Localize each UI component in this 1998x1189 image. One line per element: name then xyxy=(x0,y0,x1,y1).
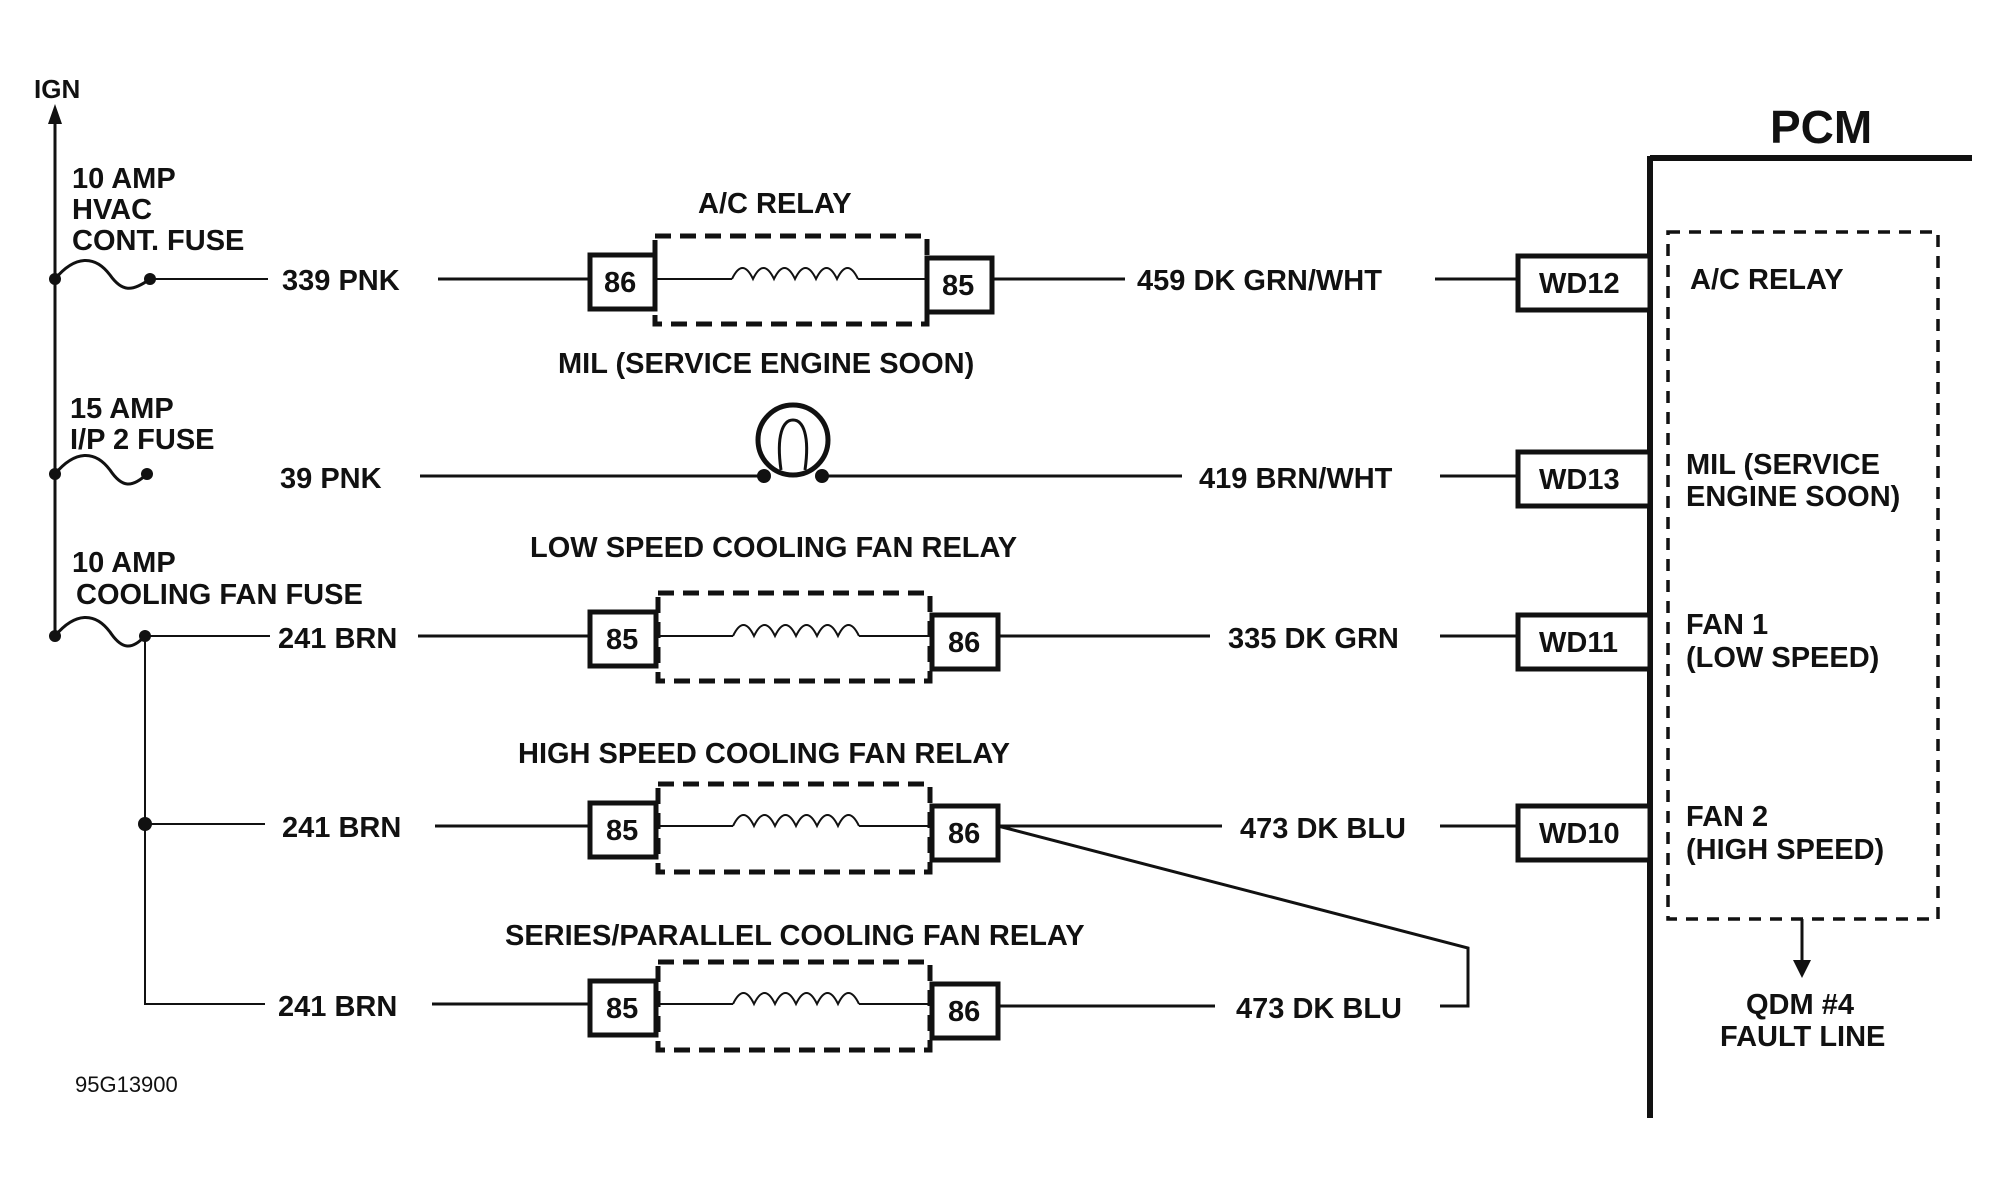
high-relay-housing xyxy=(655,781,933,875)
series-relay-pin-86-label: 86 xyxy=(948,996,980,1028)
mil-title: MIL (SERVICE ENGINE SOON) xyxy=(558,348,974,380)
fuse-ip2-amp: 15 AMP xyxy=(70,393,174,425)
fuse-ip2-node xyxy=(49,468,61,480)
wire-241c-label: 241 BRN xyxy=(278,991,397,1023)
wire-473b-label: 473 DK BLU xyxy=(1236,993,1402,1025)
high-relay-title: HIGH SPEED COOLING FAN RELAY xyxy=(518,738,1010,770)
row-high-speed-relay: HIGH SPEED COOLING FAN RELAY 241 BRN 85 … xyxy=(282,738,1518,1008)
mil-lamp-icon xyxy=(755,402,831,478)
wire-335-label: 335 DK GRN xyxy=(1228,623,1399,655)
row-mil: MIL (SERVICE ENGINE SOON) 39 PNK 419 BRN… xyxy=(280,348,1518,495)
wire-39-label: 39 PNK xyxy=(280,463,382,495)
pcm-fan2-label-2: (HIGH SPEED) xyxy=(1686,834,1884,866)
high-relay-pin-85 xyxy=(587,800,659,860)
wire-241a-label: 241 BRN xyxy=(278,623,397,655)
ac-relay-pin-86 xyxy=(587,252,658,312)
fuse-hvac-amp: 10 AMP xyxy=(72,163,176,195)
wire-473a-label: 473 DK BLU xyxy=(1240,813,1406,845)
wire-241b-label: 241 BRN xyxy=(282,812,401,844)
pcm-pin-wd12-label: WD12 xyxy=(1539,268,1620,300)
pcm-fan1-label-1: FAN 1 xyxy=(1686,609,1768,641)
series-relay-coil-icon xyxy=(732,992,860,1007)
pcm-title: PCM xyxy=(1770,101,1872,153)
series-relay-pin-85 xyxy=(587,978,659,1038)
pcm-fan2-label-1: FAN 2 xyxy=(1686,801,1768,833)
wire-339-label: 339 PNK xyxy=(282,265,400,297)
fuse-hvac: 10 AMP HVAC CONT. FUSE xyxy=(49,163,268,290)
fuse-ip2-icon xyxy=(53,454,149,486)
qdm-arrow-icon xyxy=(1793,960,1811,978)
low-relay-pin-86-label: 86 xyxy=(948,627,980,659)
series-relay-pin-86 xyxy=(929,981,1001,1041)
pcm-module: PCM WD12 WD13 WD11 WD10 A/C RELAY MIL (S… xyxy=(1515,101,1972,1118)
mil-lamp-node-right xyxy=(815,469,829,483)
series-relay-pin-85-label: 85 xyxy=(606,993,638,1025)
fuse-ip2: 15 AMP I/P 2 FUSE xyxy=(49,393,215,486)
ac-relay-pin-85-label: 85 xyxy=(942,270,974,302)
qdm-label-1: QDM #4 xyxy=(1746,989,1854,1021)
low-relay-pin-86 xyxy=(929,612,1001,672)
fuse-cooling-fan: 10 AMP COOLING FAN FUSE xyxy=(49,547,363,1005)
pcm-fan1-label-2: (LOW SPEED) xyxy=(1686,642,1879,674)
pcm-pin-wd11-label: WD11 xyxy=(1539,627,1618,659)
pcm-pin-wd13 xyxy=(1515,449,1653,509)
wire-419-label: 419 BRN/WHT xyxy=(1199,463,1393,495)
fuse-hvac-icon xyxy=(53,259,151,290)
fuse-hvac-node xyxy=(49,273,61,285)
fuse-fan-name: COOLING FAN FUSE xyxy=(76,579,363,611)
fuse-ip2-node2 xyxy=(141,468,153,480)
wire-473-crossover xyxy=(997,824,1470,1008)
low-relay-pin-85-label: 85 xyxy=(606,624,638,656)
mil-lamp-node-left xyxy=(757,469,771,483)
mil-lamp-filament xyxy=(777,418,809,471)
wire-459-label: 459 DK GRN/WHT xyxy=(1137,265,1382,297)
low-relay-coil-icon xyxy=(732,624,860,639)
series-relay-title: SERIES/PARALLEL COOLING FAN RELAY xyxy=(505,920,1085,952)
pcm-mil-label-1: MIL (SERVICE xyxy=(1686,449,1880,481)
low-relay-title: LOW SPEED COOLING FAN RELAY xyxy=(530,532,1017,564)
fuse-hvac-name: HVAC xyxy=(72,194,152,226)
fuse-ip2-name: I/P 2 FUSE xyxy=(70,424,215,456)
pcm-pin-wd10 xyxy=(1515,803,1653,863)
high-relay-pin-86 xyxy=(929,803,1001,863)
ac-relay-pin-85 xyxy=(924,255,995,315)
figure-code: 95G13900 xyxy=(75,1072,178,1097)
pcm-pin-wd13-label: WD13 xyxy=(1539,464,1620,496)
ign-arrow-icon xyxy=(48,104,62,124)
pcm-pin-wd11 xyxy=(1515,612,1653,672)
ac-relay-coil-icon xyxy=(731,267,859,282)
ign-label: IGN xyxy=(34,74,80,104)
qdm-label-2: FAULT LINE xyxy=(1720,1021,1885,1053)
ign-bus: IGN xyxy=(34,74,80,640)
pcm-mil-label-2: ENGINE SOON) xyxy=(1686,481,1900,513)
series-relay-housing xyxy=(655,959,933,1053)
row-low-speed-relay: LOW SPEED COOLING FAN RELAY 241 BRN 85 8… xyxy=(278,532,1518,684)
pcm-pin-wd10-label: WD10 xyxy=(1539,818,1620,850)
ac-relay-title: A/C RELAY xyxy=(698,188,852,220)
pcm-ac-relay-label: A/C RELAY xyxy=(1690,264,1844,296)
fuse-fan-node xyxy=(49,630,61,642)
high-relay-pin-86-label: 86 xyxy=(948,818,980,850)
fan-feed-line xyxy=(144,636,265,1005)
ac-relay-pin-86-label: 86 xyxy=(604,267,636,299)
pcm-pin-wd12 xyxy=(1515,253,1653,313)
high-relay-pin-85-label: 85 xyxy=(606,815,638,847)
high-relay-coil-icon xyxy=(732,814,860,829)
fuse-fan-amp: 10 AMP xyxy=(72,547,176,579)
low-relay-pin-85 xyxy=(587,609,659,669)
fuse-fan-icon xyxy=(53,616,147,648)
fuse-hvac-type: CONT. FUSE xyxy=(72,225,244,257)
row-ac-relay: 339 PNK A/C RELAY 86 85 459 DK GRN/WHT xyxy=(282,188,1518,327)
row-series-parallel-relay: SERIES/PARALLEL COOLING FAN RELAY 241 BR… xyxy=(278,920,1402,1053)
